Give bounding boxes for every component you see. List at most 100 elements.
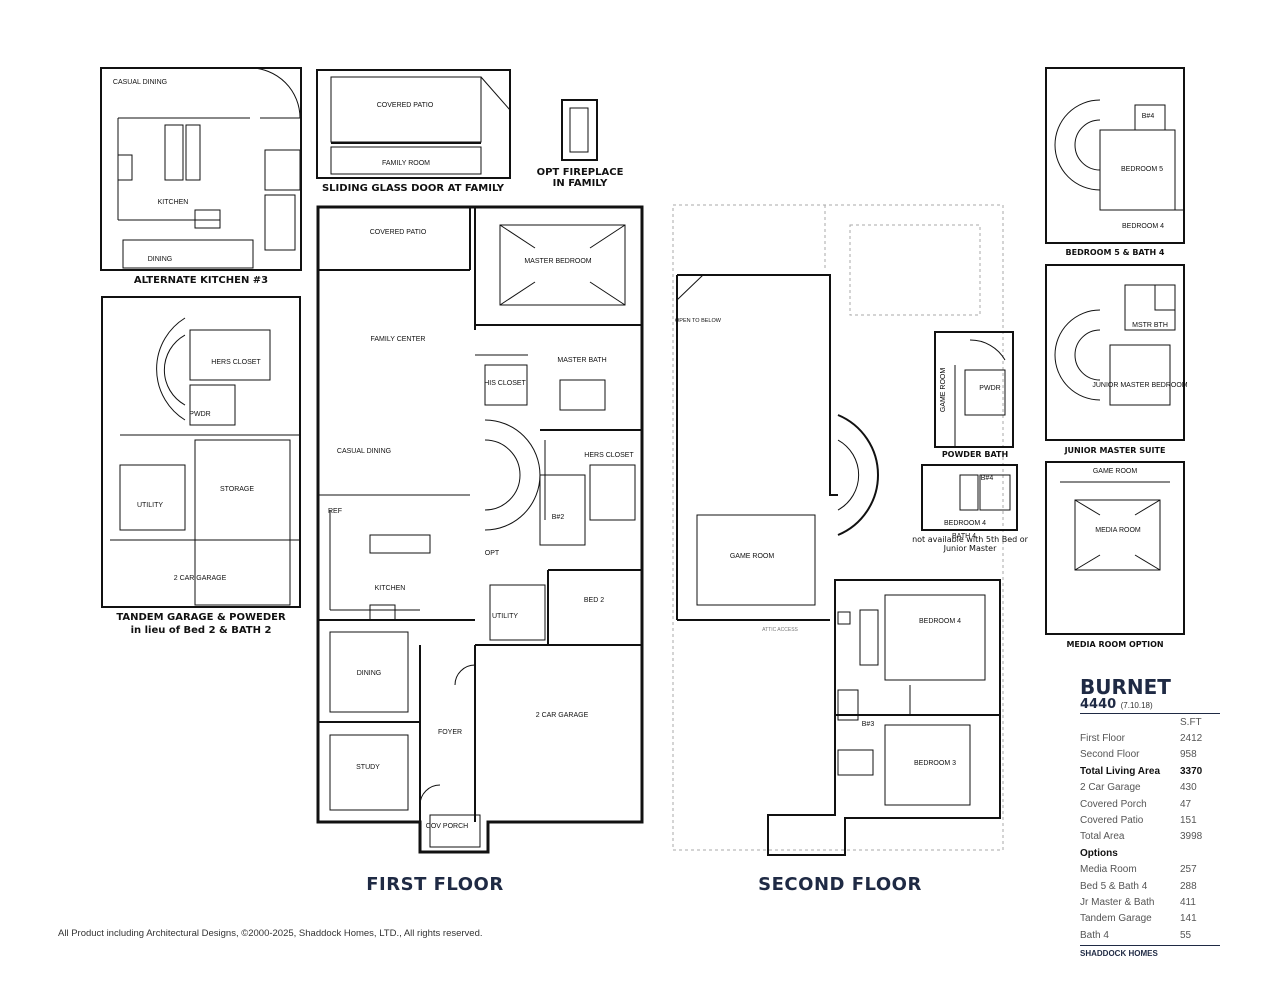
bedroom4-inset-label: BEDROOM 4 <box>1122 223 1164 230</box>
utility-inset-label: UTILITY <box>137 502 163 509</box>
first-floor-title: FIRST FLOOR <box>366 874 504 895</box>
option-label: Bed 5 & Bath 4 <box>1080 880 1148 892</box>
his-closet-label: HIS CLOSET <box>484 380 526 387</box>
bed2-label: BED 2 <box>584 597 604 604</box>
family-center-label: FAMILY CENTER <box>371 336 426 343</box>
second-floor-title: SECOND FLOOR <box>758 874 922 895</box>
pwdr-side-label: PWDR <box>979 385 1000 392</box>
b2-label: B#2 <box>552 514 565 521</box>
game-room-top-label: GAME ROOM <box>1093 468 1138 475</box>
area-label: Total Area <box>1080 831 1125 843</box>
mstr-bth-label: MSTR BTH <box>1132 322 1168 329</box>
covered-patio-inset-label: COVERED PATIO <box>377 102 434 109</box>
kitchen-alt-label: KITCHEN <box>158 199 189 206</box>
master-bedroom-label: MASTER BEDROOM <box>524 258 591 265</box>
game-room-side-label: GAME ROOM <box>940 368 947 413</box>
master-bath-label: MASTER BATH <box>557 357 606 364</box>
media-room-label: MEDIA ROOM <box>1095 527 1141 534</box>
area-value: 47 <box>1180 798 1192 810</box>
hers-closet-inset-label: HERS CLOSET <box>211 359 261 366</box>
tandem-caption-line1: TANDEM GARAGE & POWEDER <box>116 612 286 623</box>
b4-side-label: B#4 <box>981 475 994 482</box>
sliding-door-inset <box>316 69 511 179</box>
casual-dining-label: CASUAL DINING <box>337 448 391 455</box>
option-value: 55 <box>1180 929 1192 941</box>
bedroom5-bath4-inset <box>1045 67 1185 244</box>
option-value: 257 <box>1180 864 1197 876</box>
area-label: Second Floor <box>1080 749 1140 761</box>
area-value: 430 <box>1180 782 1197 794</box>
area-value: 2412 <box>1180 733 1203 745</box>
garage-label: 2 CAR GARAGE <box>536 712 589 719</box>
dining-label: DINING <box>357 670 382 677</box>
option-label: Media Room <box>1080 864 1137 876</box>
option-value: 411 <box>1180 896 1196 908</box>
area-label: 2 Car Garage <box>1080 782 1141 794</box>
copyright-notice: All Product including Architectural Desi… <box>58 928 483 939</box>
area-value: 151 <box>1180 815 1197 827</box>
plan-date: (7.10.18) <box>1120 701 1153 710</box>
alternate-kitchen-inset <box>100 67 302 271</box>
ref-label: REF <box>328 508 342 515</box>
bed5-bath4-caption: BEDROOM 5 & BATH 4 <box>1065 248 1165 257</box>
option-label: Bath 4 <box>1080 929 1109 941</box>
dining-alt-label: DINING <box>148 256 173 263</box>
bath4-inset <box>921 464 1018 531</box>
kitchen-label: KITCHEN <box>375 585 406 592</box>
alt-kitchen-caption: ALTERNATE KITCHEN #3 <box>133 275 269 286</box>
media-room-caption: MEDIA ROOM OPTION <box>1066 640 1164 649</box>
area-label: Total Living Area <box>1080 765 1161 777</box>
bedroom4-side-label: BEDROOM 4 <box>944 520 986 527</box>
fireplace-inset <box>561 99 598 161</box>
foyer-label: FOYER <box>438 729 462 736</box>
powder-bath-caption: POWDER BATH <box>941 450 1009 459</box>
area-label: Covered Porch <box>1080 798 1147 810</box>
tandem-garage-inset <box>101 296 301 608</box>
study-label: STUDY <box>356 764 380 771</box>
open-to-below-label: OPEN TO BELOW <box>675 318 722 324</box>
area-label: First Floor <box>1080 733 1125 745</box>
storage-label: STORAGE <box>220 486 254 493</box>
b3-label: B#3 <box>862 721 875 728</box>
bedroom3-label: BEDROOM 3 <box>914 760 956 767</box>
sft-header: S.FT <box>1180 716 1202 728</box>
option-value: 141 <box>1180 913 1197 925</box>
opt-fireplace-caption: OPT FIREPLACE IN FAMILY <box>536 167 624 189</box>
area-table: S.FT First Floor 2412 Second Floor 958 Tot… <box>1080 714 1225 943</box>
second-floor-plan <box>672 204 1004 856</box>
powder-bath-inset <box>934 331 1014 448</box>
option-value: 288 <box>1180 880 1197 892</box>
bath4-label: BATH 4 <box>952 533 976 540</box>
garage-inset-label: 2 CAR GARAGE <box>174 575 227 582</box>
builder-name: SHADDOCK HOMES <box>1080 949 1158 959</box>
area-value: 3370 <box>1180 765 1203 777</box>
bedroom5-label: BEDROOM 5 <box>1121 166 1163 173</box>
area-value: 3998 <box>1180 831 1203 843</box>
opt-label: OPT <box>485 550 500 557</box>
option-label: Tandem Garage <box>1080 913 1152 925</box>
area-value: 958 <box>1180 749 1197 761</box>
b4-label: B#4 <box>1142 113 1155 120</box>
sliding-door-caption: SLIDING GLASS DOOR AT FAMILY <box>321 183 505 194</box>
hers-closet-label: HERS CLOSET <box>584 452 634 459</box>
area-label: Covered Patio <box>1080 815 1144 827</box>
attic-access-label: ATTIC ACCESS <box>762 627 798 633</box>
casual-dining-alt-label: CASUAL DINING <box>113 79 167 86</box>
pwdr-inset-label: PWDR <box>189 411 210 418</box>
family-room-inset-label: FAMILY ROOM <box>382 160 430 167</box>
junior-master-bedroom-label: JUNIOR MASTER BEDROOM <box>1092 382 1187 389</box>
bedroom4-label: BEDROOM 4 <box>919 618 961 625</box>
bath4-note-line2: Junior Master <box>943 544 997 553</box>
options-header: Options <box>1080 847 1118 859</box>
first-floor-plan <box>316 205 644 854</box>
game-room-label: GAME ROOM <box>730 553 775 560</box>
plan-number: 4440 <box>1080 697 1117 712</box>
junior-master-inset <box>1045 264 1185 441</box>
tandem-caption-line2: in lieu of Bed 2 & BATH 2 <box>130 625 272 636</box>
covered-patio-label: COVERED PATIO <box>370 229 427 236</box>
media-room-inset <box>1045 461 1185 635</box>
bath4-note-line1: not available with 5th Bed or <box>912 535 1028 544</box>
utility-label: UTILITY <box>492 613 518 620</box>
